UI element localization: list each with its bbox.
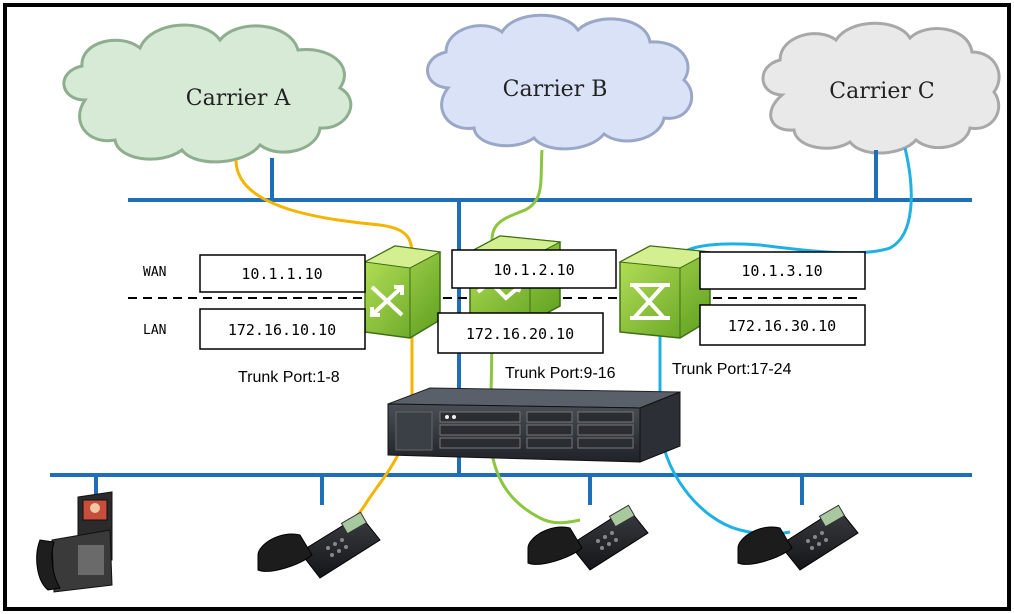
- router-3-trunk-label: Trunk Port:17-24: [672, 361, 792, 378]
- router-2-trunk-label: Trunk Port:9-16: [505, 365, 616, 382]
- wan-zone-label: WAN: [143, 265, 166, 280]
- router-3: [618, 245, 712, 339]
- router-3-lan-ip: 172.16.30.10: [728, 317, 836, 335]
- pbx-chassis-icon: [387, 387, 681, 463]
- carrier-c-shape: [761, 21, 1001, 155]
- carrier-c-cloud: Carrier C: [761, 21, 1001, 155]
- desk-phone-1-icon: [257, 511, 381, 579]
- router-1-wan-ip: 10.1.1.10: [241, 265, 322, 283]
- carrier-a-label: Carrier A: [186, 86, 292, 111]
- router-2-wan-ip: 10.1.2.10: [493, 261, 574, 279]
- router-1-wan-box: 10.1.1.10: [199, 254, 366, 293]
- carrier-b-shape: [426, 13, 694, 151]
- carrier-a-cloud: Carrier A: [62, 23, 353, 164]
- router-3-wan-ip: 10.1.3.10: [741, 262, 822, 280]
- router-1-lan-ip: 172.16.10.10: [228, 321, 336, 339]
- carrier-b-cloud: Carrier B: [426, 13, 694, 151]
- router-1-trunk-label: Trunk Port:1-8: [238, 369, 340, 386]
- desk-phone-2-icon: [527, 504, 649, 571]
- carrier-b-cable: [488, 149, 581, 525]
- switch-arrows-icon: [630, 283, 670, 320]
- router-3-wan-box: 10.1.3.10: [699, 251, 866, 290]
- router-2-wan-box: 10.1.2.10: [451, 249, 617, 289]
- carrier-c-label: Carrier C: [829, 79, 934, 104]
- router-1-lan-box: 172.16.10.10: [199, 308, 366, 350]
- switch-arrows-icon: [370, 285, 404, 317]
- lan-zone-label: LAN: [143, 323, 166, 338]
- router-3-lan-box: 172.16.30.10: [699, 304, 866, 346]
- diagram-frame: [3, 3, 1011, 611]
- router-1: [363, 245, 442, 339]
- video-phone-icon: [36, 491, 113, 593]
- router-2-lan-box: 172.16.20.10: [437, 312, 604, 354]
- desk-phone-3-icon: [737, 504, 859, 571]
- carrier-b-label: Carrier B: [503, 77, 608, 102]
- router-2-lan-ip: 172.16.20.10: [466, 325, 574, 343]
- carrier-a-shape: [62, 23, 353, 164]
